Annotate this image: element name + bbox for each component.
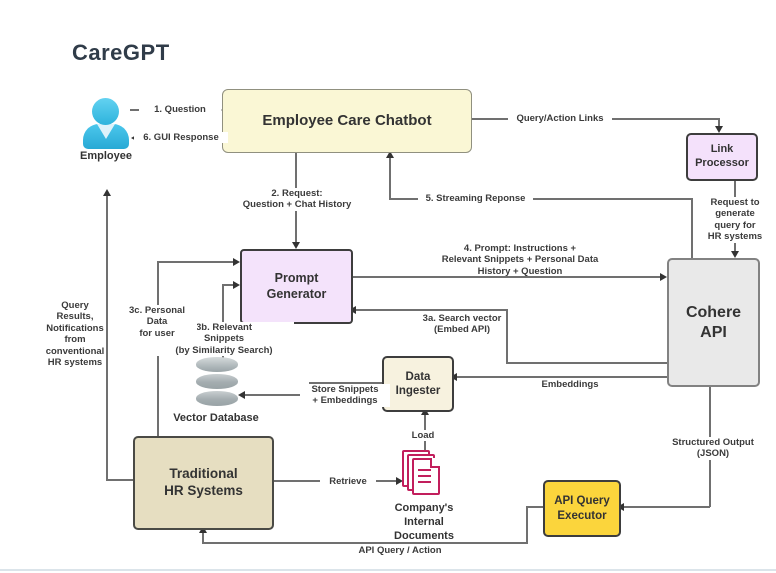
line-segment — [309, 382, 382, 384]
edge-label-retrieve: Retrieve — [320, 476, 376, 488]
line-segment — [157, 261, 234, 263]
arrowhead-right-icon — [233, 258, 240, 266]
line-segment — [202, 542, 527, 544]
line-segment — [244, 394, 310, 396]
line-segment — [506, 309, 508, 364]
line-segment — [456, 376, 667, 378]
arrowhead-up-icon — [103, 189, 111, 196]
edge-label-query-results: Query Results, Notifications from conven… — [45, 300, 105, 368]
database-disc — [196, 374, 238, 389]
edge-label-search-vector: 3a. Search vector (Embed API) — [422, 313, 502, 336]
node-traditional-hr-systems: Traditional HR Systems — [133, 436, 274, 530]
line-segment — [389, 157, 391, 199]
page-text-line — [418, 475, 431, 477]
line-segment — [527, 506, 543, 508]
page-text-line — [418, 481, 431, 483]
page-title: CareGPT — [72, 40, 170, 65]
document-page — [412, 458, 440, 495]
database-disc — [196, 357, 238, 372]
line-segment — [526, 506, 528, 544]
edge-label-personal-data: 3c. Personal Data for user — [117, 305, 197, 340]
node-prompt-generator: Prompt Generator — [240, 249, 353, 324]
edge-label-request-generate: Request to generate query for HR systems — [701, 197, 769, 243]
line-segment — [349, 276, 661, 278]
line-segment — [106, 479, 133, 481]
line-segment — [106, 196, 108, 480]
edge-label-store-snippets: Store Snippets + Embeddings — [300, 384, 390, 407]
line-segment — [622, 506, 710, 508]
employee-label: Employee — [80, 150, 132, 162]
node-employee-care-chatbot: Employee Care Chatbot — [222, 89, 472, 153]
edge-label-streaming-response: 5. Streaming Reponse — [418, 193, 533, 205]
arrowhead-right-icon — [660, 273, 667, 281]
page-text-line — [418, 469, 431, 471]
arrowhead-left-icon — [238, 391, 245, 399]
documents-label: Company's Internal Documents — [394, 502, 454, 542]
vector-database-label: Vector Database — [173, 412, 259, 424]
arrowhead-down-icon — [292, 242, 300, 249]
node-cohere-api: Cohere API — [667, 258, 760, 387]
node-data-ingester: Data Ingester — [382, 356, 454, 412]
edge-label-api-query-action: API Query / Action — [345, 545, 455, 557]
edge-label-structured-output: Structured Output (JSON) — [653, 437, 773, 460]
database-disc — [196, 391, 238, 406]
edge-label-question: 1. Question — [139, 104, 221, 116]
edge-label-load: Load — [400, 430, 446, 442]
edge-label-request-chat: 2. Request: Question + Chat History — [232, 188, 362, 211]
line-segment — [355, 309, 507, 311]
line-segment — [691, 198, 693, 258]
line-segment — [222, 284, 234, 286]
arrowhead-right-icon — [396, 477, 403, 485]
person-head-shape — [92, 98, 119, 125]
page-fold — [430, 458, 440, 468]
node-link-processor: Link Processor — [686, 133, 758, 181]
arrowhead-down-icon — [731, 251, 739, 258]
line-segment — [222, 284, 224, 358]
edge-label-prompt4: 4. Prompt: Instructions + Relevant Snipp… — [441, 243, 599, 277]
line-segment — [506, 362, 667, 364]
line-segment — [202, 532, 204, 543]
line-segment — [389, 198, 693, 200]
database-icon — [196, 357, 238, 408]
canvas-bottom-edge — [0, 569, 776, 571]
line-segment — [718, 118, 720, 128]
edge-label-embeddings: Embeddings — [541, 379, 599, 390]
node-api-query-executor: API Query Executor — [543, 480, 621, 537]
arrowhead-right-icon — [233, 281, 240, 289]
arrowhead-up-icon — [386, 151, 394, 158]
arrowhead-down-icon — [715, 126, 723, 133]
edge-label-gui-response: 6. GUI Response — [134, 132, 228, 144]
edge-label-query-action-links: Query/Action Links — [508, 113, 612, 125]
